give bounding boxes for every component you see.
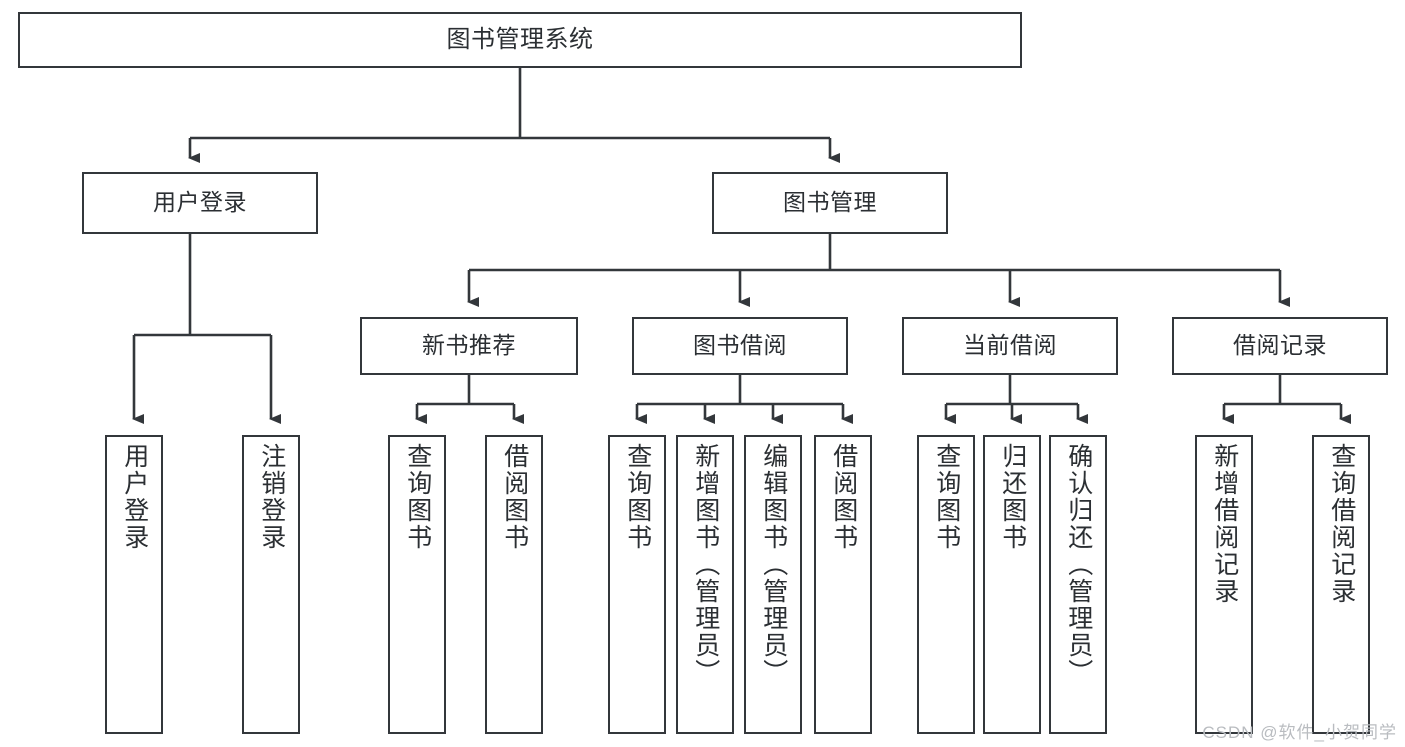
leaf-add-record[interactable]: 新增借阅记录 xyxy=(1195,435,1253,734)
leaf-borrow-book-2[interactable]: 借阅图书 xyxy=(814,435,872,734)
node-user-login-label: 用户登录 xyxy=(153,189,247,216)
leaf-query-book-1[interactable]: 查询图书 xyxy=(388,435,446,734)
leaf-return-book[interactable]: 归还图书 xyxy=(983,435,1041,734)
node-root-label: 图书管理系统 xyxy=(446,25,594,53)
leaf-edit-book-label: 编辑图书（管理员） xyxy=(759,443,788,686)
leaf-user-login-label: 用户登录 xyxy=(120,443,149,551)
leaf-logout-login-label: 注销登录 xyxy=(257,443,286,551)
leaf-query-book-3-label: 查询图书 xyxy=(932,443,961,551)
node-borrow-record-label: 借阅记录 xyxy=(1233,332,1327,359)
leaf-query-record-label: 查询借阅记录 xyxy=(1327,443,1356,605)
leaf-borrow-book-1-label: 借阅图书 xyxy=(500,443,529,551)
watermark: CSDN @软件_小贺同学 xyxy=(1202,723,1397,742)
node-new-book-recommend-label: 新书推荐 xyxy=(422,332,516,359)
node-new-book-recommend[interactable]: 新书推荐 xyxy=(360,317,578,375)
node-borrow-record[interactable]: 借阅记录 xyxy=(1172,317,1388,375)
leaf-logout-login[interactable]: 注销登录 xyxy=(242,435,300,734)
node-book-management-label: 图书管理 xyxy=(783,189,877,216)
node-book-management[interactable]: 图书管理 xyxy=(712,172,948,234)
leaf-query-record[interactable]: 查询借阅记录 xyxy=(1312,435,1370,734)
leaf-user-login[interactable]: 用户登录 xyxy=(105,435,163,734)
node-root[interactable]: 图书管理系统 xyxy=(18,12,1022,68)
leaf-edit-book[interactable]: 编辑图书（管理员） xyxy=(744,435,802,734)
leaf-query-book-3[interactable]: 查询图书 xyxy=(917,435,975,734)
node-book-borrow-label: 图书借阅 xyxy=(693,332,787,359)
leaf-confirm-return-label: 确认归还（管理员） xyxy=(1064,443,1093,686)
leaf-add-record-label: 新增借阅记录 xyxy=(1210,443,1239,605)
leaf-query-book-2-label: 查询图书 xyxy=(623,443,652,551)
leaf-return-book-label: 归还图书 xyxy=(998,443,1027,551)
node-user-login[interactable]: 用户登录 xyxy=(82,172,318,234)
leaf-confirm-return[interactable]: 确认归还（管理员） xyxy=(1049,435,1107,734)
node-current-borrow-label: 当前借阅 xyxy=(963,332,1057,359)
leaf-borrow-book-1[interactable]: 借阅图书 xyxy=(485,435,543,734)
leaf-query-book-2[interactable]: 查询图书 xyxy=(608,435,666,734)
leaf-borrow-book-2-label: 借阅图书 xyxy=(829,443,858,551)
leaf-add-book[interactable]: 新增图书（管理员） xyxy=(676,435,734,734)
leaf-query-book-1-label: 查询图书 xyxy=(403,443,432,551)
node-book-borrow[interactable]: 图书借阅 xyxy=(632,317,848,375)
node-current-borrow[interactable]: 当前借阅 xyxy=(902,317,1118,375)
leaf-add-book-label: 新增图书（管理员） xyxy=(691,443,720,686)
